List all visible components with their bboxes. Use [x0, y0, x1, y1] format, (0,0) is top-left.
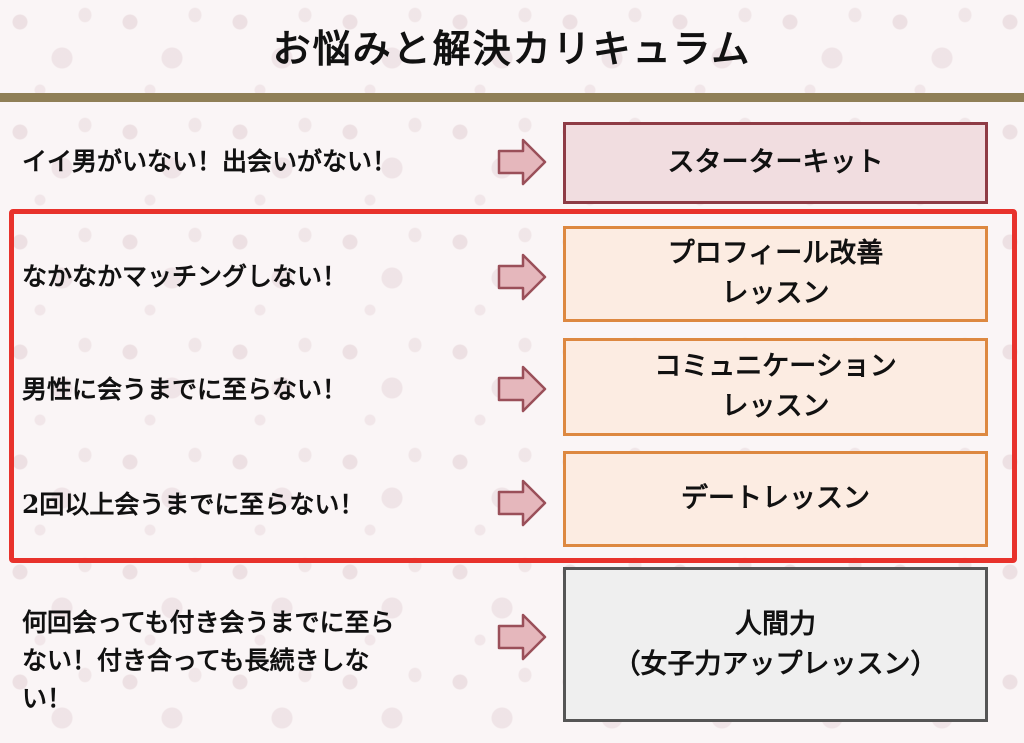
solution-box-profile-lesson: プロフィール改善 レッスン — [563, 226, 988, 322]
problem-text: イイ男がいない！出会いがない！ — [22, 147, 398, 176]
right-arrow-icon — [497, 138, 547, 186]
problem-text: 2回以上会うまでに至らない！ — [22, 490, 365, 519]
solution-label: レッスン — [721, 278, 830, 309]
right-arrow-icon — [497, 365, 547, 413]
solution-label: デートレッスン — [681, 483, 870, 514]
problem-text: 何回会っても付き会うまでに至ら ない！付き合っても長続きしな い！ — [22, 604, 395, 718]
solution-label: （女子力アップレッスン） — [613, 648, 938, 680]
problem-line: 何回会っても付き会うまでに至ら — [22, 608, 395, 637]
solution-box-date-lesson: デートレッスン — [563, 451, 988, 547]
solution-label: スターターキット — [667, 147, 884, 178]
problem-line: ない！付き合っても長続きしな — [22, 646, 370, 675]
right-arrow-icon — [497, 613, 547, 661]
title-divider — [0, 93, 1024, 102]
right-arrow-icon — [497, 479, 547, 527]
solution-label: コミュニケーション — [654, 351, 897, 382]
solution-box-starter-kit: スターターキット — [563, 122, 988, 204]
solution-label: プロフィール改善 — [667, 238, 884, 269]
solution-label: レッスン — [721, 391, 830, 422]
solution-box-human-power: 人間力 （女子力アップレッスン） — [563, 567, 988, 722]
page-title: お悩みと解決カリキュラム — [272, 25, 752, 71]
highlight-frame — [9, 209, 1017, 563]
solution-label: 人間力 — [735, 608, 816, 640]
solution-box-communication-lesson: コミュニケーション レッスン — [563, 338, 988, 436]
problem-text: なかなかマッチングしない！ — [22, 262, 348, 291]
right-arrow-icon — [497, 253, 547, 301]
problem-line: い！ — [22, 684, 73, 713]
problem-text: 男性に会うまでに至らない！ — [22, 375, 348, 404]
